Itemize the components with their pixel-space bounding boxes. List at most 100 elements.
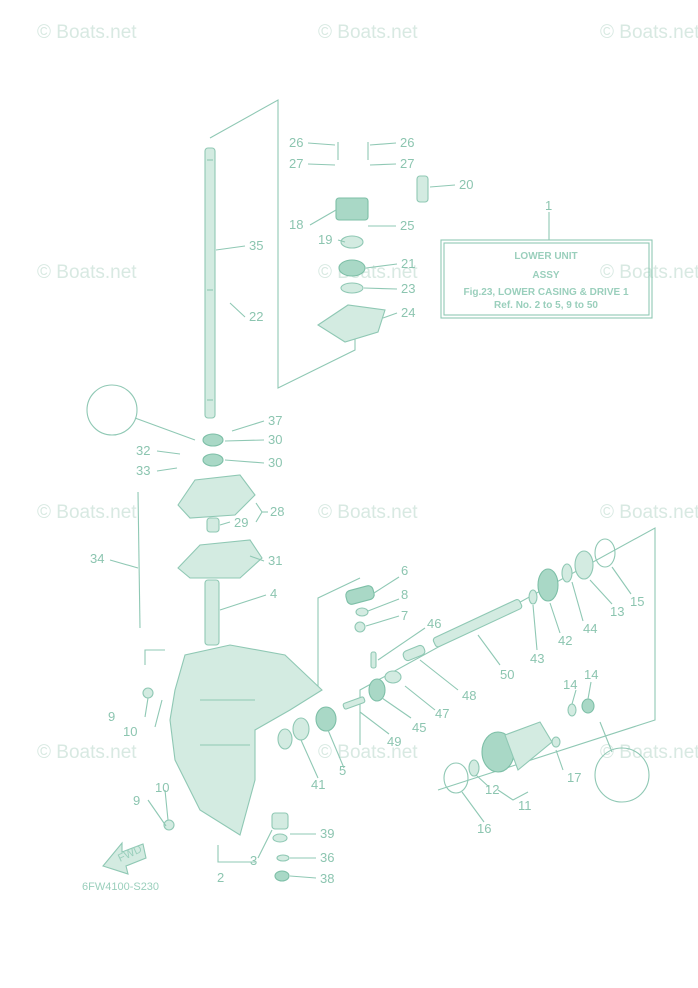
cam-bracket	[345, 585, 375, 605]
watermark: © Boats.net	[318, 502, 418, 523]
callout-label: 49	[387, 734, 401, 749]
callout-label: 34	[90, 551, 104, 566]
diagram-code: 6FW4100-S230	[82, 881, 159, 893]
callout-label: 48	[462, 688, 476, 703]
callout-label: 37	[268, 413, 282, 428]
callout-label: 3	[250, 853, 257, 868]
info-box	[440, 239, 653, 319]
group-bracket-bottom	[217, 845, 255, 863]
info-box-line2: ASSY	[532, 270, 560, 281]
callout-label: 6	[401, 563, 408, 578]
forward-gear	[537, 568, 559, 602]
callout-label: 21	[401, 256, 415, 271]
callout-label: 20	[459, 177, 473, 192]
propeller-shaft	[432, 599, 523, 648]
clutch	[384, 670, 402, 684]
callout-label: 45	[412, 720, 426, 735]
outer-plate	[316, 304, 386, 343]
callout-label: 43	[530, 651, 544, 666]
callout-label: 12	[485, 782, 499, 797]
push-rod	[342, 696, 366, 710]
callout-label: 10	[123, 724, 137, 739]
callout-label: 23	[401, 281, 415, 296]
oil-seal	[202, 453, 224, 467]
callout-label: 10	[155, 780, 169, 795]
watermark: © Boats.net	[37, 22, 137, 43]
pump-housing	[335, 197, 369, 221]
washer	[355, 607, 369, 617]
shim	[561, 563, 573, 583]
callout-label: 28	[270, 504, 284, 519]
watermark: © Boats.net	[600, 502, 698, 523]
group-bracket-upper	[209, 99, 356, 389]
callout-label: 30	[268, 455, 282, 470]
callout-label: 50	[500, 667, 514, 682]
callout-label: 9	[133, 793, 140, 808]
callout-label: 44	[583, 621, 597, 636]
callout-label: 19	[318, 232, 332, 247]
callout-label: 9	[108, 709, 115, 724]
detail-circle-lower	[594, 747, 650, 803]
callout-label: 30	[268, 432, 282, 447]
oil-seal-housing	[177, 474, 256, 519]
detail-circle-upper	[86, 384, 138, 436]
watermark: © Boats.net	[600, 22, 698, 43]
watermark: © Boats.net	[318, 742, 418, 763]
callout-labels: 26 26 27 27 20 18 25 19 35 21 23 22 24 3…	[90, 135, 644, 886]
lower-casing	[169, 644, 323, 836]
callout-label: 14	[584, 667, 598, 682]
callout-label: 15	[630, 594, 644, 609]
callout-label: 24	[401, 305, 415, 320]
callout-label: 46	[427, 616, 441, 631]
callout-label: 14	[563, 677, 577, 692]
washer	[272, 833, 288, 843]
callout-label: 27	[400, 156, 414, 171]
callout-label: 38	[320, 871, 334, 886]
callout-label: 4	[270, 586, 277, 601]
oil-seal	[202, 433, 224, 447]
washer	[468, 759, 480, 777]
bolt	[354, 621, 366, 633]
fwd-arrow-icon	[102, 841, 147, 875]
shim	[528, 589, 538, 605]
callout-label: 26	[289, 135, 303, 150]
callout-label: 7	[401, 608, 408, 623]
group-bracket-shaft	[359, 527, 656, 791]
watermark: © Boats.net	[37, 502, 137, 523]
watermark: © Boats.net	[600, 742, 698, 763]
water-tube-grommet	[416, 175, 429, 203]
callout-label: 35	[249, 238, 263, 253]
collar	[204, 579, 220, 646]
callout-label: 18	[289, 217, 303, 232]
callout-label: 41	[311, 777, 325, 792]
callout-label: 25	[400, 218, 414, 233]
info-box-line4: Ref. No. 2 to 5, 9 to 50	[494, 300, 598, 311]
gasket-ring	[340, 282, 364, 294]
callout-label: 17	[567, 770, 581, 785]
clip	[276, 854, 290, 862]
shim-ring	[315, 706, 337, 732]
info-box-ref-number: 1	[545, 198, 552, 213]
bolt	[551, 736, 561, 748]
callout-label: 26	[400, 135, 414, 150]
gasket-plate	[177, 539, 263, 579]
tapered-roller-bearing	[574, 550, 594, 580]
callout-label: 27	[289, 156, 303, 171]
callout-label: 36	[320, 850, 334, 865]
reverse-gear	[368, 678, 386, 702]
watermark: © Boats.net	[37, 742, 137, 763]
watermark: © Boats.net	[318, 22, 418, 43]
drain-screw	[142, 687, 154, 699]
leader-lines	[109, 142, 632, 879]
shift-rod	[137, 491, 141, 629]
callout-label: 42	[558, 633, 572, 648]
callout-label: 39	[320, 826, 334, 841]
callout-label: 29	[234, 515, 248, 530]
callout-label: 32	[136, 443, 150, 458]
callout-label: 31	[268, 553, 282, 568]
insert-cartridge	[340, 235, 364, 249]
drain-screw	[163, 819, 175, 831]
impeller	[338, 259, 366, 277]
callout-label: 22	[249, 309, 263, 324]
group-bracket-main	[317, 577, 361, 690]
